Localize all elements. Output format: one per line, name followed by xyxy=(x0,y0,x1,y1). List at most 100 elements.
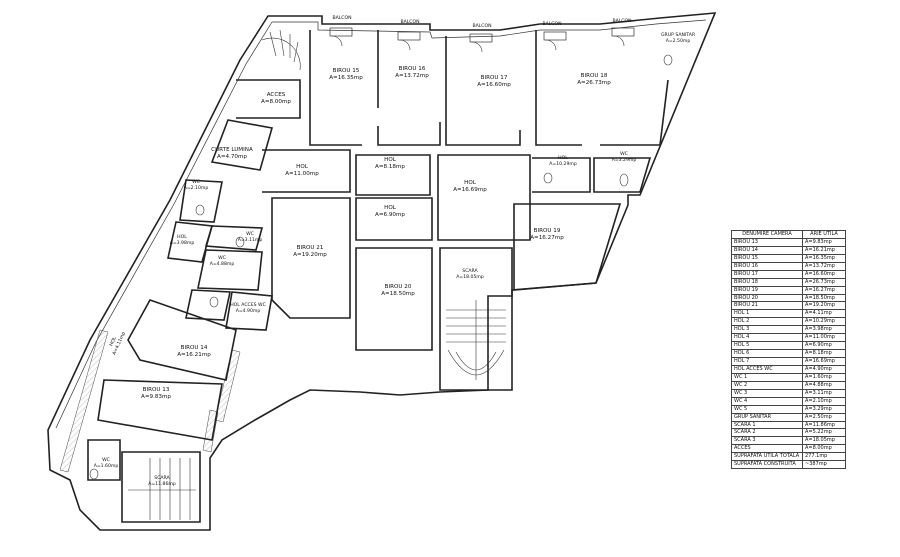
balcony-label: BALCON xyxy=(472,23,491,29)
legend-room-name: HOL ACCES WC xyxy=(731,364,803,374)
sanitary-fixtures xyxy=(89,54,673,480)
legend-room-area: A=6.90mp xyxy=(802,341,846,351)
room-name: WC xyxy=(102,457,110,463)
balcony-label: BALCON xyxy=(542,21,561,27)
room-area: A=16.27mp xyxy=(530,235,564,241)
legend-room-name: BIROU 16 xyxy=(731,261,803,271)
room-name: HOL xyxy=(558,155,568,161)
legend-room-name: WC 4 xyxy=(731,396,803,406)
room-name: BIROU 20 xyxy=(385,284,412,290)
legend-room-name: HOL 4 xyxy=(731,333,803,343)
legend-room-area: A=18.05mp xyxy=(802,436,846,446)
legend-room-name: SUPRAFATA UTILA TOTALA xyxy=(731,452,803,462)
legend-room-name: WC 3 xyxy=(731,388,803,398)
legend-room-area: A=2.50mp xyxy=(802,412,846,422)
legend-room-name: GRUP SANITAR xyxy=(731,412,803,422)
room-area: A=2.10mp xyxy=(184,185,209,191)
legend-room-area: A=4.88mp xyxy=(802,380,846,390)
room-area: A=8.00mp xyxy=(261,99,291,105)
room-area: A=10.29mp xyxy=(549,161,577,167)
legend-room-area: A=16.21mp xyxy=(802,245,846,255)
legend-header-name: DENUMIRE CAMERA xyxy=(731,230,803,239)
legend-room-name: HOL 5 xyxy=(731,341,803,351)
room-area: A=6.90mp xyxy=(375,212,405,218)
legend-room-area: ~387mp xyxy=(802,460,846,470)
legend-room-area: A=13.72mp xyxy=(802,261,846,271)
legend-room-name: BIROU 20 xyxy=(731,293,803,303)
legend-room-name: SCARA 1 xyxy=(731,420,803,430)
legend-room-area: A=4.90mp xyxy=(802,364,846,374)
stair-scara-1 xyxy=(128,458,196,520)
legend-room-area: A=4.11mp xyxy=(802,309,846,319)
legend-room-area: A=16.60mp xyxy=(802,269,846,279)
room-name: HOL xyxy=(296,164,309,170)
room-area: A=4.90mp xyxy=(236,308,261,314)
room-area: A=26.73mp xyxy=(577,80,611,86)
room-name: ACCES xyxy=(267,92,286,98)
room-name: HOL xyxy=(108,336,118,348)
balcony-labels: BALCON BALCON BALCON BALCON BALCON xyxy=(332,15,631,29)
room-area: A=16.60mp xyxy=(477,82,511,88)
legend-room-area: A=8.00mp xyxy=(802,444,846,454)
room-area: A=1.60mp xyxy=(94,463,119,469)
balcony-doors xyxy=(329,27,635,53)
balcony-label: BALCON xyxy=(332,15,351,21)
legend-room-area: A=2.10mp xyxy=(802,396,846,406)
legend-room-area: A=10.29mp xyxy=(802,317,846,327)
legend-header-area: ARIE UTILA xyxy=(802,230,846,239)
legend-room-area: A=3.11mp xyxy=(802,388,846,398)
legend-room-area: A=16.69mp xyxy=(802,357,846,366)
legend-row: SUPRAFATA CONSTRUITA~387mp xyxy=(731,460,846,470)
room-labels: BIROU 15 A=16.35mp BIROU 16 A=13.72mp BI… xyxy=(94,32,696,487)
legend-room-area: A=8.18mp xyxy=(802,349,846,358)
room-area: A=3.11mp xyxy=(238,237,263,243)
legend-room-name: BIROU 19 xyxy=(731,285,803,295)
legend-room-area: A=18.50mp xyxy=(802,293,846,303)
legend-room-name: WC 1 xyxy=(731,372,803,382)
legend-room-area: A=11.86mp xyxy=(802,420,846,430)
room-name: CURTE LUMINA xyxy=(211,147,253,153)
room-area: A=11.00mp xyxy=(285,171,319,177)
legend-room-name: BIROU 18 xyxy=(731,277,803,287)
room-area: A=18.50mp xyxy=(381,291,415,297)
room-name: BIROU 18 xyxy=(581,73,608,79)
legend-room-area: 277.1mp xyxy=(802,452,846,462)
legend-room-name: SCARA 3 xyxy=(731,436,803,446)
room-area: A=3.98mp xyxy=(170,240,195,246)
room-name: BIROU 13 xyxy=(143,387,170,393)
room-area: A=11.86mp xyxy=(148,481,176,487)
legend-room-name: BIROU 13 xyxy=(731,237,803,247)
room-area: A=16.21mp xyxy=(177,352,211,358)
legend-room-area: A=19.20mp xyxy=(802,301,846,311)
room-area: A=16.35mp xyxy=(329,75,363,81)
legend-room-area: A=16.27mp xyxy=(802,285,846,295)
hatched-walls xyxy=(59,329,241,473)
legend-room-name: SCARA 2 xyxy=(731,428,803,438)
legend-room-area: A=5.22mp xyxy=(802,428,846,438)
legend-room-name: ACCES xyxy=(731,444,803,454)
stair-scara-3 xyxy=(446,300,506,380)
balcony-label: BALCON xyxy=(400,19,419,25)
room-area: A=16.69mp xyxy=(453,187,487,193)
balcony-label: BALCON xyxy=(612,18,631,24)
